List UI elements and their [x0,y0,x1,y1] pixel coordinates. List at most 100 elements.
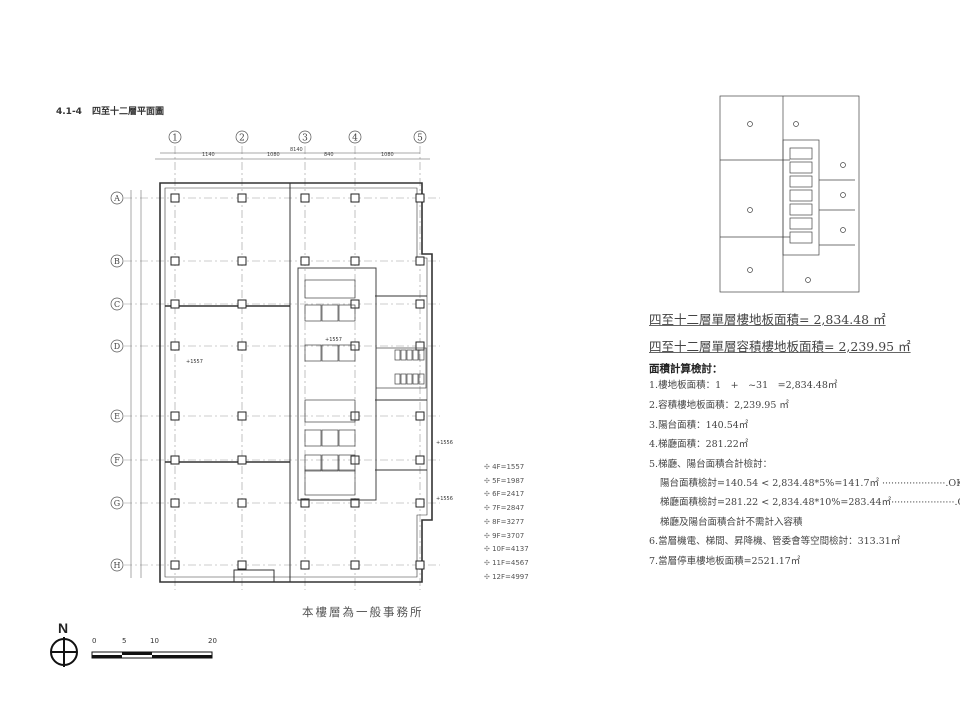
structural-column [170,455,180,465]
structural-column [237,256,247,266]
grid-row-label: G [114,499,120,508]
level-marker-icon: ✣ [484,476,493,485]
structural-column [415,411,425,421]
key-plan-marker [840,162,846,168]
grid-column-label: 1 [172,134,178,144]
grid-bubble [110,191,124,205]
structural-column [170,256,180,266]
elevator [321,304,339,322]
area-calc-item: 7.當層停車樓地板面積=2521.17㎡ [649,556,801,567]
dimension-lines [130,152,430,578]
structural-column [237,498,247,508]
elevator [321,454,339,472]
area-calc-item: 4.梯廳面積：281.22㎡ [649,439,749,450]
structural-column [415,455,425,465]
scale-label: 20 [208,637,217,645]
structural-column [237,560,247,570]
top-dimension: 840 [324,152,334,158]
grid-row-label: E [114,412,120,421]
walls [159,182,433,583]
grid-bubble [110,254,124,268]
building-core [297,267,427,501]
structural-column [170,498,180,508]
structural-column [237,299,247,309]
balcony [233,569,275,583]
scale-bar [91,651,213,659]
key-plan-marker [840,227,846,233]
scale-label: 5 [122,637,127,645]
grid-bubble [110,409,124,423]
elevator [338,454,356,472]
key-plan-marker [747,121,753,127]
level-elevation: ✣ 7F=2847 [484,504,525,513]
scale-bar-segment [122,652,152,655]
toilet-stall [412,349,419,361]
far-area-total: 四至十二層單層容積樓地板面積= 2,239.95 ㎡ [649,339,911,354]
grid-bubble [110,297,124,311]
elevator [338,344,356,362]
grid-bubble [298,130,312,144]
toilet-stall [394,373,401,385]
grid-row-label: C [114,300,120,309]
level-mark: +1556 [436,440,453,446]
level-elevation: ✣ 6F=2417 [484,490,525,499]
structural-column [415,498,425,508]
elevator [304,344,322,362]
level-marker-icon: ✣ [484,545,493,554]
structural-column [237,455,247,465]
area-calc-item: 梯廳及陽台面積合計不需計入容積 [660,517,803,528]
curtain-wall [164,187,428,578]
grid-bubble [110,453,124,467]
grid-bubble [110,339,124,353]
north-arrow-icon [50,637,78,667]
structural-column [237,193,247,203]
toilet-stall [418,373,425,385]
level-mark: +1557 [325,337,342,343]
toilet-stall [400,349,407,361]
structural-column [415,341,425,351]
level-elevation: ✣ 8F=3277 [484,517,525,526]
level-marker-icon: ✣ [484,463,493,471]
structural-column [415,299,425,309]
structural-column [300,498,310,508]
grid-row-label: D [114,342,120,351]
level-elevation: ✣ 5F=1987 [484,476,525,485]
key-plan-core [782,139,820,256]
area-calc-item: 6.當層機電、梯間、昇降機、管委會等空間檢討：313.31㎡ [649,536,901,547]
key-plan-marker [793,121,799,127]
key-plan [719,95,860,293]
grid-column-label: 3 [302,134,308,144]
structural-column [170,411,180,421]
elevator [304,304,322,322]
scale-label: 0 [92,637,97,645]
level-elevation: ✣ 9F=3707 [484,531,525,540]
area-calc-item: 2.容積樓地板面積：2,239.95 ㎡ [649,400,789,411]
elevator [321,344,339,362]
area-calc-item: 陽台面積檢討=140.54 < 2,834.48*5%=141.7㎡ ·····… [660,478,960,489]
structural-column [350,498,360,508]
key-plan-room [789,189,813,202]
key-plan-outline [719,95,860,293]
structural-column [170,299,180,309]
structural-columns [170,193,425,570]
level-marker-icon: ✣ [484,531,493,540]
grid-row-label: H [114,561,121,570]
level-mark: +1557 [186,359,203,365]
key-plan-marker [747,207,753,213]
grid-column-label: 2 [239,134,245,144]
lobby [304,399,356,423]
core-outline [297,267,377,501]
top-dimension: 1140 [202,152,215,158]
elevator [304,454,322,472]
key-plan-room [789,175,813,188]
top-dimension-total: 8140 [290,147,303,153]
level-elevation: ✣ 12F=4997 [484,572,529,581]
key-plan-room [789,231,813,244]
area-calc-heading: 面積計算檢討： [649,363,723,375]
structural-column [170,341,180,351]
structural-column [350,560,360,570]
level-elevation: ✣ 4F=1557 [484,463,525,471]
mechanical-room [304,469,356,496]
